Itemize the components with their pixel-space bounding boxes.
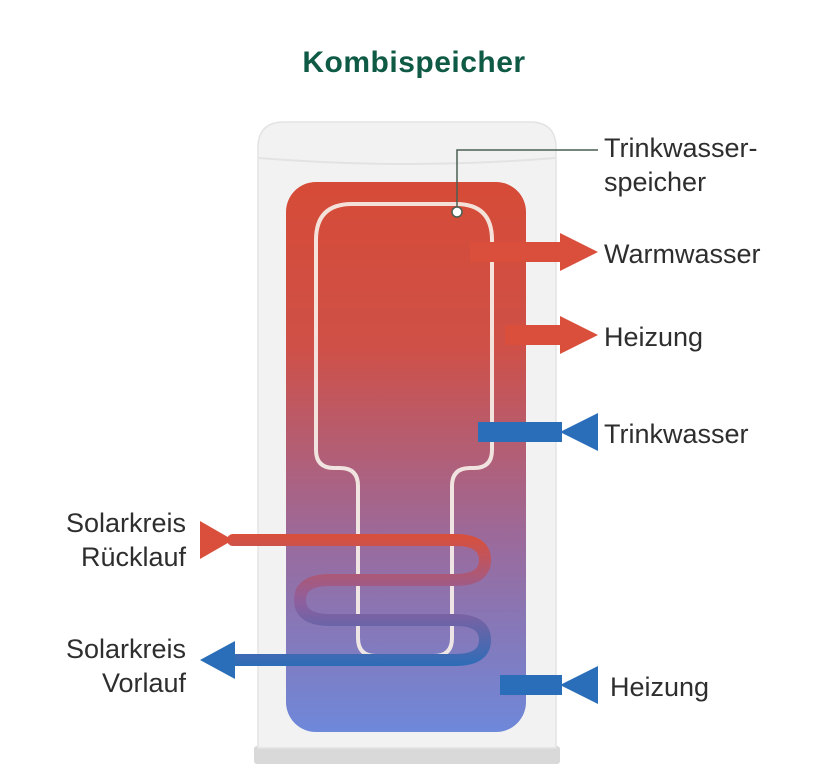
trinkwasser-arrow xyxy=(478,413,598,451)
page-title: Kombispeicher xyxy=(302,46,526,79)
solarkreis-ruecklauf-arrow xyxy=(200,521,233,559)
heizung-bottom-label: Heizung xyxy=(610,672,710,702)
solarkreis-vorlauf-label-line1: Solarkreis xyxy=(65,634,186,664)
leader-line xyxy=(456,149,598,207)
warmwasser-arrow xyxy=(470,233,598,271)
tank-lid-line xyxy=(258,157,556,165)
solarkreis-vorlauf-label: Solarkreis Vorlauf xyxy=(66,632,186,700)
solarkreis-ruecklauf-label-line1: Solarkreis xyxy=(65,508,186,538)
heizung-bottom-arrow xyxy=(500,666,598,704)
solarkreis-ruecklauf-label: Solarkreis Rücklauf xyxy=(66,506,186,574)
solarkreis-vorlauf-label-line2: Vorlauf xyxy=(101,668,186,698)
trinkwasserspeicher-label-line2: speicher xyxy=(604,167,707,197)
heizung-top-label: Heizung xyxy=(604,322,704,352)
solarkreis-ruecklauf-label-line2: Rücklauf xyxy=(80,542,186,572)
trinkwasserspeicher-label-line1: Trinkwasser- xyxy=(604,133,758,163)
tank-base xyxy=(254,746,560,764)
warmwasser-label: Warmwasser xyxy=(604,239,761,269)
trinkwasserspeicher-label: Trinkwasser- speicher xyxy=(604,131,758,199)
solarkreis-vorlauf-arrow xyxy=(200,641,235,679)
leader-dot xyxy=(451,206,463,218)
trinkwasser-label: Trinkwasser xyxy=(604,419,749,449)
heizung-top-arrow xyxy=(505,316,598,354)
water-gradient xyxy=(286,182,526,732)
solar-coil xyxy=(227,534,491,666)
